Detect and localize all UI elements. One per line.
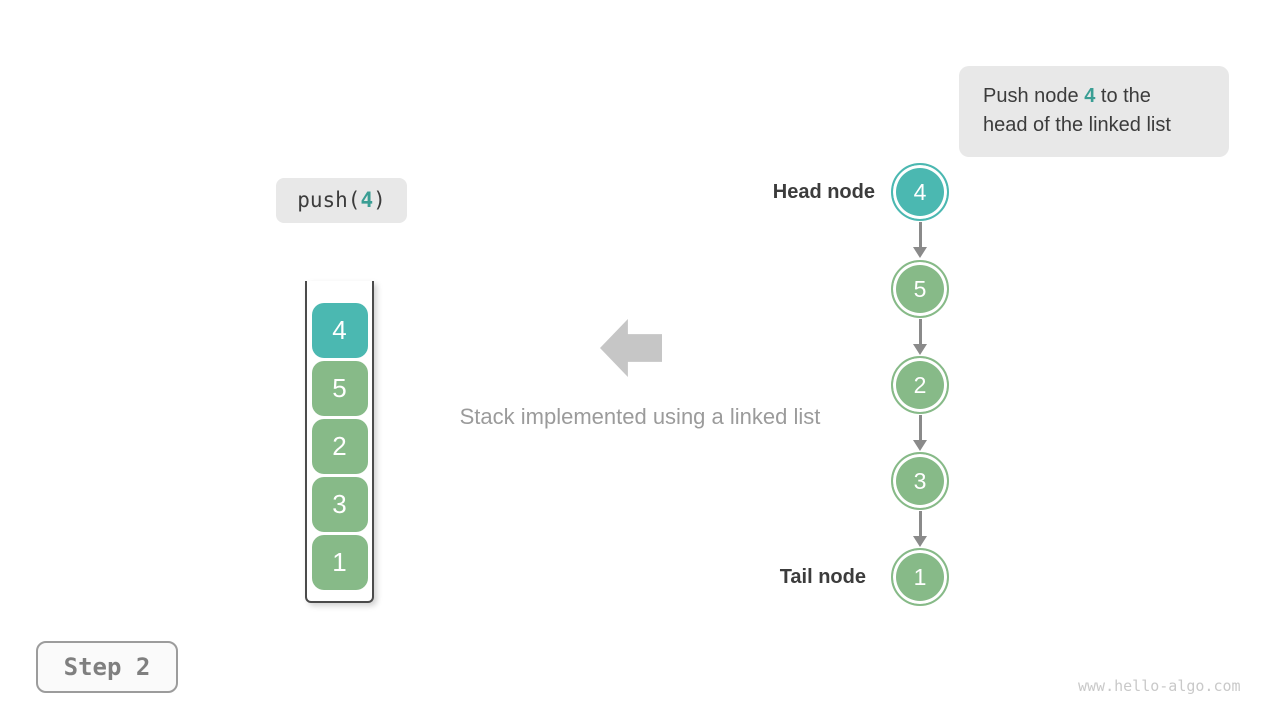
down-arrow-icon: [913, 319, 927, 355]
stack-item: 4: [311, 303, 368, 358]
tooltip-text-after: to the: [1095, 85, 1151, 107]
tooltip-text-before: Push node: [983, 85, 1085, 107]
list-node: 5: [891, 260, 949, 318]
connector-line: [919, 319, 922, 344]
tooltip-line-1: Push node 4 to the: [983, 82, 1211, 111]
stack-item: 5: [311, 361, 368, 416]
connector-line: [919, 415, 922, 440]
list-node: 1: [891, 548, 949, 606]
list-node: 3: [891, 452, 949, 510]
down-arrow-icon: [913, 415, 927, 451]
step-badge: Step 2: [36, 641, 178, 693]
code-text-before: push(: [297, 188, 361, 212]
connector-arrowhead: [913, 247, 927, 258]
connector-arrowhead: [913, 344, 927, 355]
head-node-label: Head node: [772, 181, 875, 203]
list-node: 4: [891, 163, 949, 221]
list-node: 2: [891, 356, 949, 414]
connector-line: [919, 222, 922, 247]
code-arg-value: 4: [360, 188, 374, 212]
instruction-tooltip: Push node 4 to the head of the linked li…: [959, 66, 1229, 157]
caption-text: Stack implemented using a linked list: [459, 404, 821, 429]
stack-item: 2: [311, 419, 368, 474]
left-block-arrow-icon: [600, 319, 662, 377]
tail-node-label: Tail node: [779, 566, 866, 588]
stack-container: 4 5 2 3 1: [305, 281, 374, 603]
stack-item: 1: [311, 535, 368, 590]
watermark-text: www.hello-algo.com: [1078, 677, 1241, 695]
tooltip-line-2: head of the linked list: [983, 114, 1171, 136]
connector-arrowhead: [913, 536, 927, 547]
push-call-label: push(4): [276, 178, 407, 223]
down-arrow-icon: [913, 511, 927, 547]
connector-line: [919, 511, 922, 536]
tooltip-highlighted-value: 4: [1084, 85, 1096, 107]
stack-item: 3: [311, 477, 368, 532]
connector-arrowhead: [913, 440, 927, 451]
code-text-after: ): [373, 188, 386, 212]
down-arrow-icon: [913, 222, 927, 258]
